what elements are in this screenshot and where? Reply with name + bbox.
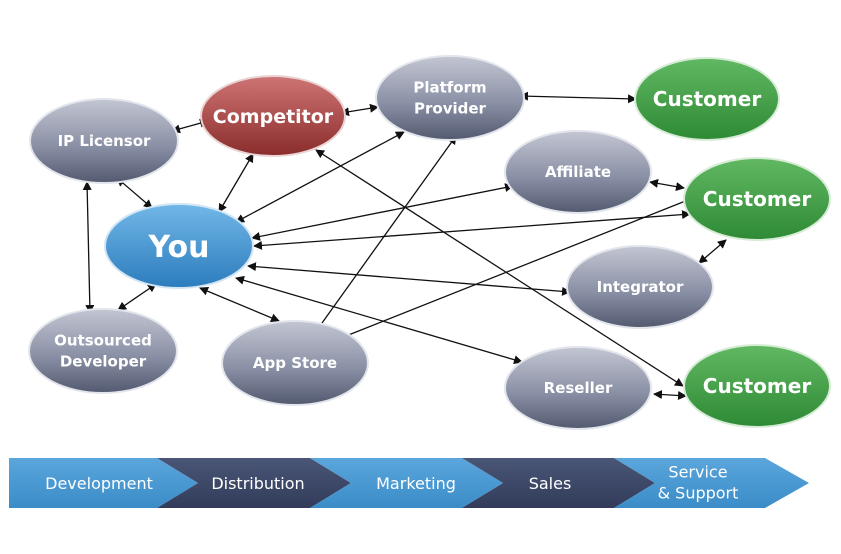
node-affiliate[interactable]: Affiliate [504,130,652,214]
stage-development-label: Development [45,474,153,493]
stage-distribution-label: Distribution [211,474,304,493]
integrator-label: Integrator [597,278,684,296]
stage-marketing-label: Marketing [376,474,456,493]
ip-licensor-label: IP Licensor [58,132,151,150]
you-label: You [148,230,210,265]
connector-affiliate-customer2 [649,178,685,192]
node-app-store[interactable]: App Store [221,320,369,406]
node-ip-licensor[interactable]: IP Licensor [29,98,179,184]
customer-2-label: Customer [703,187,812,211]
connectors [82,91,727,400]
stage-distribution[interactable] [157,458,351,508]
connector-you-reseller [235,275,523,365]
connector-outsourced-you [117,283,157,311]
stage-sales[interactable] [462,458,655,508]
connector-appstore-platform [321,135,457,324]
label-line: Developer [60,353,147,371]
label-line: Service [668,463,727,482]
app-store-label: App Store [253,354,337,372]
connector-you-customer2 [253,210,691,250]
value-chain-banner: Development Distribution Marketing Sales… [9,458,809,508]
connector-iplicensor-you [116,177,153,209]
node-customer-3[interactable]: Customer [683,344,831,428]
stage-marketing[interactable] [310,458,503,508]
node-integrator[interactable]: Integrator [566,245,714,329]
reseller-label: Reseller [544,379,613,397]
connector-competitor-you [218,153,254,213]
stage-development[interactable] [9,458,198,508]
node-customer-1[interactable]: Customer [634,57,780,141]
competitor-label: Competitor [213,106,334,128]
node-you[interactable]: You [104,203,254,289]
connector-iplicensor-outsourced [82,181,95,314]
affiliate-label: Affiliate [545,163,611,181]
connector-customer2-integrator [698,239,727,264]
label-line: Outsourced [54,332,152,350]
node-competitor[interactable]: Competitor [200,75,346,157]
connector-you-appstore [199,286,280,323]
label-line: Provider [414,100,487,118]
stage-sales-label: Sales [529,474,572,493]
connector-reseller-customer3 [653,390,687,400]
stage-service-support[interactable] [614,458,809,508]
node-reseller[interactable]: Reseller [504,346,652,430]
connector-competitor-platform [340,103,379,117]
customer-1-label: Customer [653,87,762,111]
label-line: & Support [658,484,739,503]
stage-service-support-label: Service & Support [658,463,739,503]
connector-appstore-customer2 [345,196,694,337]
node-customer-2[interactable]: Customer [683,157,831,241]
connector-platform-customer1 [519,91,637,104]
label-line: Platform [413,79,486,97]
customer-3-label: Customer [703,374,812,398]
connector-you-integrator [247,262,571,296]
